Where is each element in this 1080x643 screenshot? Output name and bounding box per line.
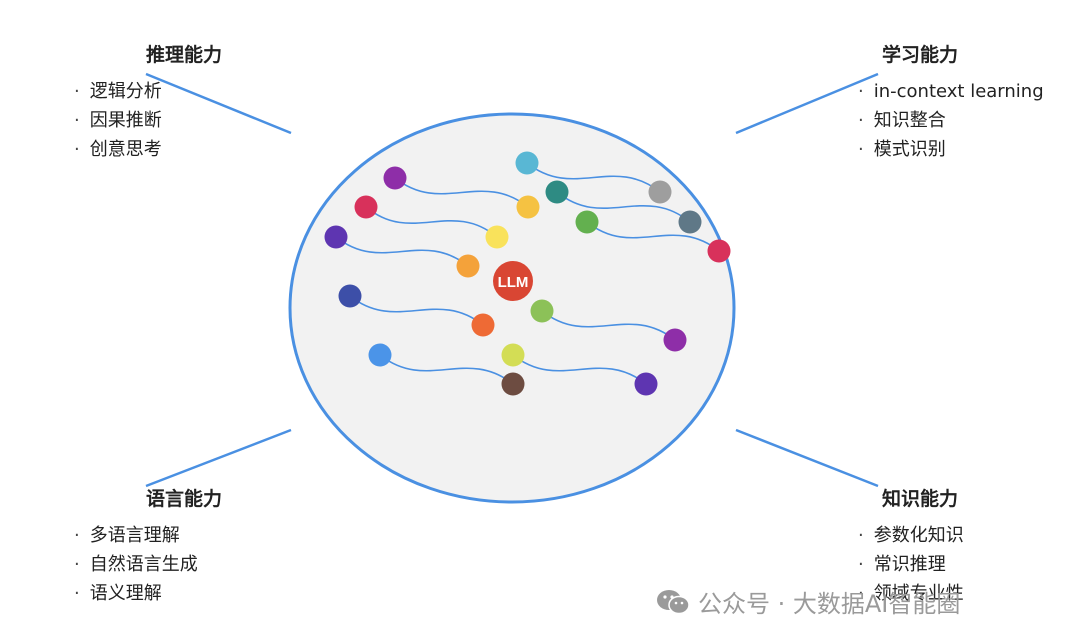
node-dot [456, 254, 480, 278]
list-item: 语义理解 [74, 579, 222, 608]
connector-line-learning [735, 72, 879, 135]
list-item: 领域专业性 [858, 579, 964, 608]
list-item: 多语言理解 [74, 521, 222, 550]
node-dot [485, 225, 509, 249]
reasoning-section: 推理能力 逻辑分析 因果推断 创意思考 [74, 40, 222, 164]
reasoning-title: 推理能力 [146, 44, 223, 66]
wechat-icon [657, 589, 690, 614]
language-section: 语言能力 多语言理解 自然语言生成 语义理解 [74, 484, 222, 608]
reasoning-list: 逻辑分析 因果推断 创意思考 [74, 77, 222, 164]
llm-center-circle [493, 261, 533, 301]
list-item: 知识整合 [858, 106, 1044, 135]
learning-section: 学习能力 in-context learning 知识整合 模式识别 [858, 40, 1044, 164]
node-wire [556, 191, 691, 223]
connector-line-knowledge [735, 428, 879, 488]
llm-center-label: LLM [498, 274, 529, 291]
node-wire [349, 295, 484, 326]
node-dot [530, 299, 554, 323]
connector-line-language [145, 428, 292, 488]
llm-ellipse [288, 112, 736, 504]
knowledge-section: 知识能力 参数化知识 常识推理 领域专业性 [858, 484, 964, 608]
node-wire [512, 354, 647, 385]
node-dot [516, 195, 540, 219]
node-dot [368, 343, 392, 367]
node-dot [501, 372, 525, 396]
list-item: 参数化知识 [858, 521, 964, 550]
node-dot [515, 151, 539, 175]
knowledge-title: 知识能力 [882, 488, 959, 510]
node-dot [338, 284, 362, 308]
node-wires [335, 162, 720, 385]
language-title: 语言能力 [146, 488, 223, 510]
node-wire [394, 177, 529, 208]
node-dot [678, 210, 702, 234]
node-dot [324, 225, 348, 249]
watermark-text: 公众号 · 大数据AI智能圈 [698, 590, 961, 618]
node-wire [541, 310, 676, 341]
llm-center: LLM [493, 261, 533, 301]
list-item: 自然语言生成 [74, 550, 222, 579]
node-dot [707, 239, 731, 263]
node-wire [365, 206, 498, 238]
node-dot [471, 313, 495, 337]
node-dot [634, 372, 658, 396]
list-item: 模式识别 [858, 135, 1044, 164]
node-dot [545, 180, 569, 204]
node-wire [379, 354, 514, 385]
node-dot [383, 166, 407, 190]
learning-title: 学习能力 [882, 44, 959, 66]
list-item: 常识推理 [858, 550, 964, 579]
list-item: 创意思考 [74, 135, 222, 164]
list-item: 因果推断 [74, 106, 222, 135]
list-item: 逻辑分析 [74, 77, 222, 106]
node-dot [575, 210, 599, 234]
list-item: in-context learning [858, 77, 1044, 106]
nodes [324, 151, 731, 396]
node-wire [335, 236, 469, 267]
node-wire [586, 221, 720, 252]
language-list: 多语言理解 自然语言生成 语义理解 [74, 521, 222, 608]
node-dot [648, 180, 672, 204]
node-dot [663, 328, 687, 352]
node-wire [526, 162, 661, 193]
node-dot [354, 195, 378, 219]
watermark: 公众号 · 大数据AI智能圈 [656, 584, 960, 619]
knowledge-list: 参数化知识 常识推理 领域专业性 [858, 521, 964, 608]
node-dot [501, 343, 525, 367]
learning-list: in-context learning 知识整合 模式识别 [858, 77, 1044, 164]
